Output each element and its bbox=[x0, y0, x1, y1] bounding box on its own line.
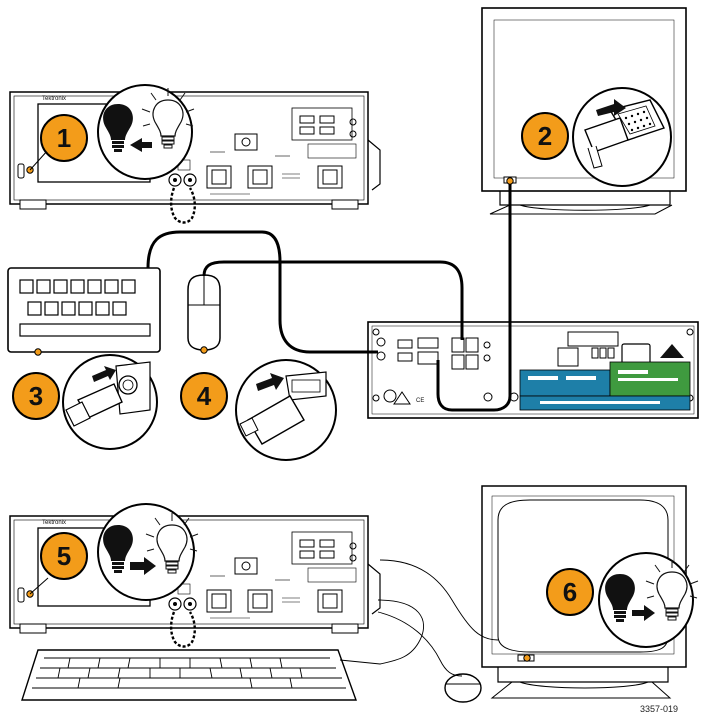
figure-id-label: 3357-019 bbox=[640, 704, 678, 714]
step-4-number: 4 bbox=[197, 381, 212, 411]
mouse-top bbox=[188, 275, 220, 350]
step-1-callout bbox=[98, 85, 194, 179]
keyboard-top bbox=[8, 268, 160, 352]
svg-text:CE: CE bbox=[416, 398, 424, 404]
step-6-number: 6 bbox=[563, 577, 577, 607]
step-3-number: 3 bbox=[29, 381, 43, 411]
step-2-badge: 2 bbox=[522, 113, 568, 159]
step-6-leader-dot bbox=[524, 655, 530, 661]
step-2-leader-dot bbox=[507, 178, 513, 184]
step-1-number: 1 bbox=[57, 123, 71, 153]
keyboard-bottom bbox=[22, 650, 356, 700]
step-6-badge: 6 bbox=[547, 569, 593, 615]
step-5-badge: 5 bbox=[41, 533, 87, 579]
step-3-leader-dot bbox=[35, 349, 41, 355]
step-3-badge: 3 bbox=[13, 373, 59, 419]
step-1-badge: 1 bbox=[41, 115, 87, 161]
step-2-number: 2 bbox=[538, 121, 552, 151]
instrument-rear-panel: CE bbox=[368, 322, 698, 418]
step-2-callout bbox=[573, 88, 671, 186]
blue-label-plate bbox=[520, 370, 610, 396]
mouse-bottom bbox=[445, 674, 481, 702]
brand-label-bottom: Tektronix bbox=[42, 520, 66, 526]
step-5-number: 5 bbox=[57, 541, 71, 571]
brand-label-top: Tektronix bbox=[42, 96, 66, 102]
step-3-callout bbox=[63, 355, 157, 449]
step-4-leader-dot bbox=[201, 347, 207, 353]
step-4-badge: 4 bbox=[181, 373, 227, 419]
step-4-callout bbox=[236, 360, 336, 460]
